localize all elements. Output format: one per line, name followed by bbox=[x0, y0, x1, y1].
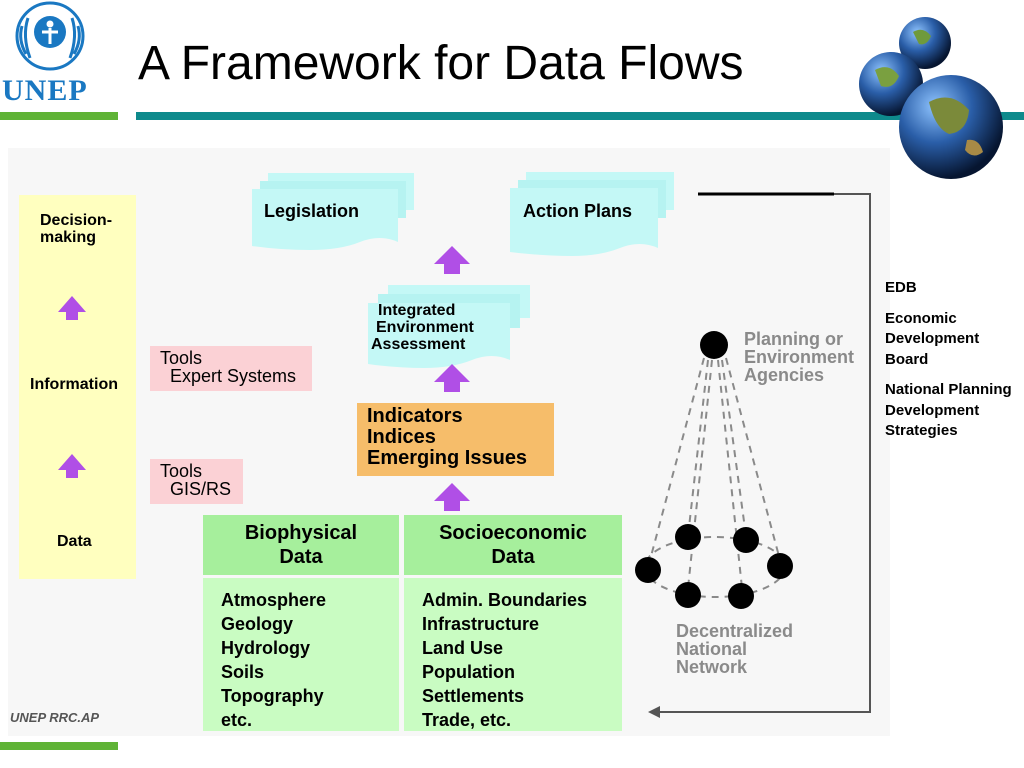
list-item: Population bbox=[422, 662, 515, 682]
edb-abbrev: EDB bbox=[885, 279, 917, 296]
information-label: Information bbox=[30, 376, 118, 393]
iea-document bbox=[368, 285, 530, 368]
footer-credit: UNEP RRC.AP bbox=[10, 710, 100, 725]
decentralized-network-label: Decentralized National Network bbox=[676, 622, 793, 676]
list-item: Land Use bbox=[422, 638, 504, 658]
up-arrow bbox=[434, 246, 470, 274]
tools-gis-rs: Tools GIS/RS bbox=[150, 459, 243, 504]
legislation-document bbox=[252, 173, 414, 250]
label-line: Agencies bbox=[744, 365, 825, 385]
biophysical-header: Biophysical Data bbox=[203, 515, 399, 575]
hierarchy-column bbox=[19, 195, 136, 579]
tools-expert-systems: Tools Expert Systems bbox=[150, 346, 312, 391]
planning-agencies-label: Planning or Environment Agencies bbox=[744, 330, 854, 384]
up-arrow bbox=[434, 364, 470, 392]
label-line: Network bbox=[676, 657, 748, 677]
tools-label: Tools bbox=[160, 348, 203, 368]
title-rule-green bbox=[0, 112, 118, 120]
network-node bbox=[767, 553, 793, 579]
label-line: Decentralized bbox=[676, 621, 794, 641]
network-node bbox=[728, 583, 754, 609]
up-arrow bbox=[58, 454, 86, 478]
action-plans-label: Action Plans bbox=[523, 201, 633, 221]
indicators-box: Indicators Indices Emerging Issues bbox=[357, 403, 554, 476]
socioeconomic-subtitle: Data bbox=[491, 546, 535, 568]
up-arrow bbox=[58, 296, 86, 320]
data-label: Data bbox=[57, 533, 92, 550]
list-item: Soils bbox=[221, 662, 265, 682]
socioeconomic-items: Admin. Boundaries Infrastructure Land Us… bbox=[422, 588, 587, 732]
list-item: Trade, etc. bbox=[422, 710, 512, 730]
list-item: etc. bbox=[221, 710, 253, 730]
label-line: Environment bbox=[744, 347, 855, 367]
list-item: Settlements bbox=[422, 686, 525, 706]
logo-text: UNEP bbox=[2, 74, 88, 107]
iea-line-3: Assessment bbox=[371, 336, 466, 353]
label-line: National bbox=[676, 639, 748, 659]
indicators-label: Indicators bbox=[367, 405, 463, 427]
label-line: Planning or bbox=[744, 329, 843, 349]
gis-rs-label: GIS/RS bbox=[170, 479, 232, 499]
list-item: Topography bbox=[221, 686, 324, 706]
edb-expansion: Economic Development Board bbox=[885, 309, 980, 368]
biophysical-subtitle: Data bbox=[279, 546, 323, 568]
feedback-arrowhead bbox=[648, 706, 660, 718]
biophysical-items-box: Atmosphere Geology Hydrology Soils Topog… bbox=[203, 578, 399, 731]
network-node bbox=[675, 582, 701, 608]
emerging-issues-label: Emerging Issues bbox=[367, 447, 528, 469]
expert-systems-label: Expert Systems bbox=[170, 366, 297, 386]
socioeconomic-title: Socioeconomic bbox=[439, 522, 587, 544]
footer-rule-green bbox=[0, 742, 118, 750]
network-node bbox=[635, 557, 661, 583]
up-arrow bbox=[434, 483, 470, 511]
network-nodes bbox=[635, 331, 793, 609]
list-item: Hydrology bbox=[221, 638, 311, 658]
legislation-label: Legislation bbox=[264, 201, 360, 221]
globes-image bbox=[859, 17, 1003, 179]
national-planning-note: National Planning Development Strategies bbox=[885, 381, 1012, 439]
tools-label: Tools bbox=[160, 461, 203, 481]
list-item: Geology bbox=[221, 614, 294, 634]
biophysical-title: Biophysical bbox=[244, 522, 358, 544]
network-node bbox=[733, 527, 759, 553]
iea-line-1: Integrated bbox=[378, 302, 456, 319]
indices-label: Indices bbox=[367, 426, 436, 448]
socioeconomic-items-box: Admin. Boundaries Infrastructure Land Us… bbox=[404, 578, 622, 731]
list-item: Atmosphere bbox=[221, 590, 327, 610]
decision-making-label: Decision- making bbox=[40, 212, 113, 246]
biophysical-items: Atmosphere Geology Hydrology Soils Topog… bbox=[221, 588, 326, 732]
slide-title: A Framework for Data Flows bbox=[138, 37, 744, 90]
unep-logo bbox=[15, 1, 85, 71]
list-item: Admin. Boundaries bbox=[422, 590, 588, 610]
network-links bbox=[644, 357, 786, 598]
flow-arrows bbox=[58, 246, 470, 511]
edb-notes: EDB Economic Development Board National … bbox=[885, 278, 1021, 452]
action-plans-document bbox=[510, 172, 674, 256]
hub-node bbox=[700, 331, 728, 359]
title-rule-teal bbox=[136, 112, 1024, 120]
socioeconomic-header: Socioeconomic Data bbox=[404, 515, 622, 575]
network-node bbox=[675, 524, 701, 550]
iea-line-2: Environment bbox=[376, 319, 474, 336]
list-item: Infrastructure bbox=[422, 614, 540, 634]
